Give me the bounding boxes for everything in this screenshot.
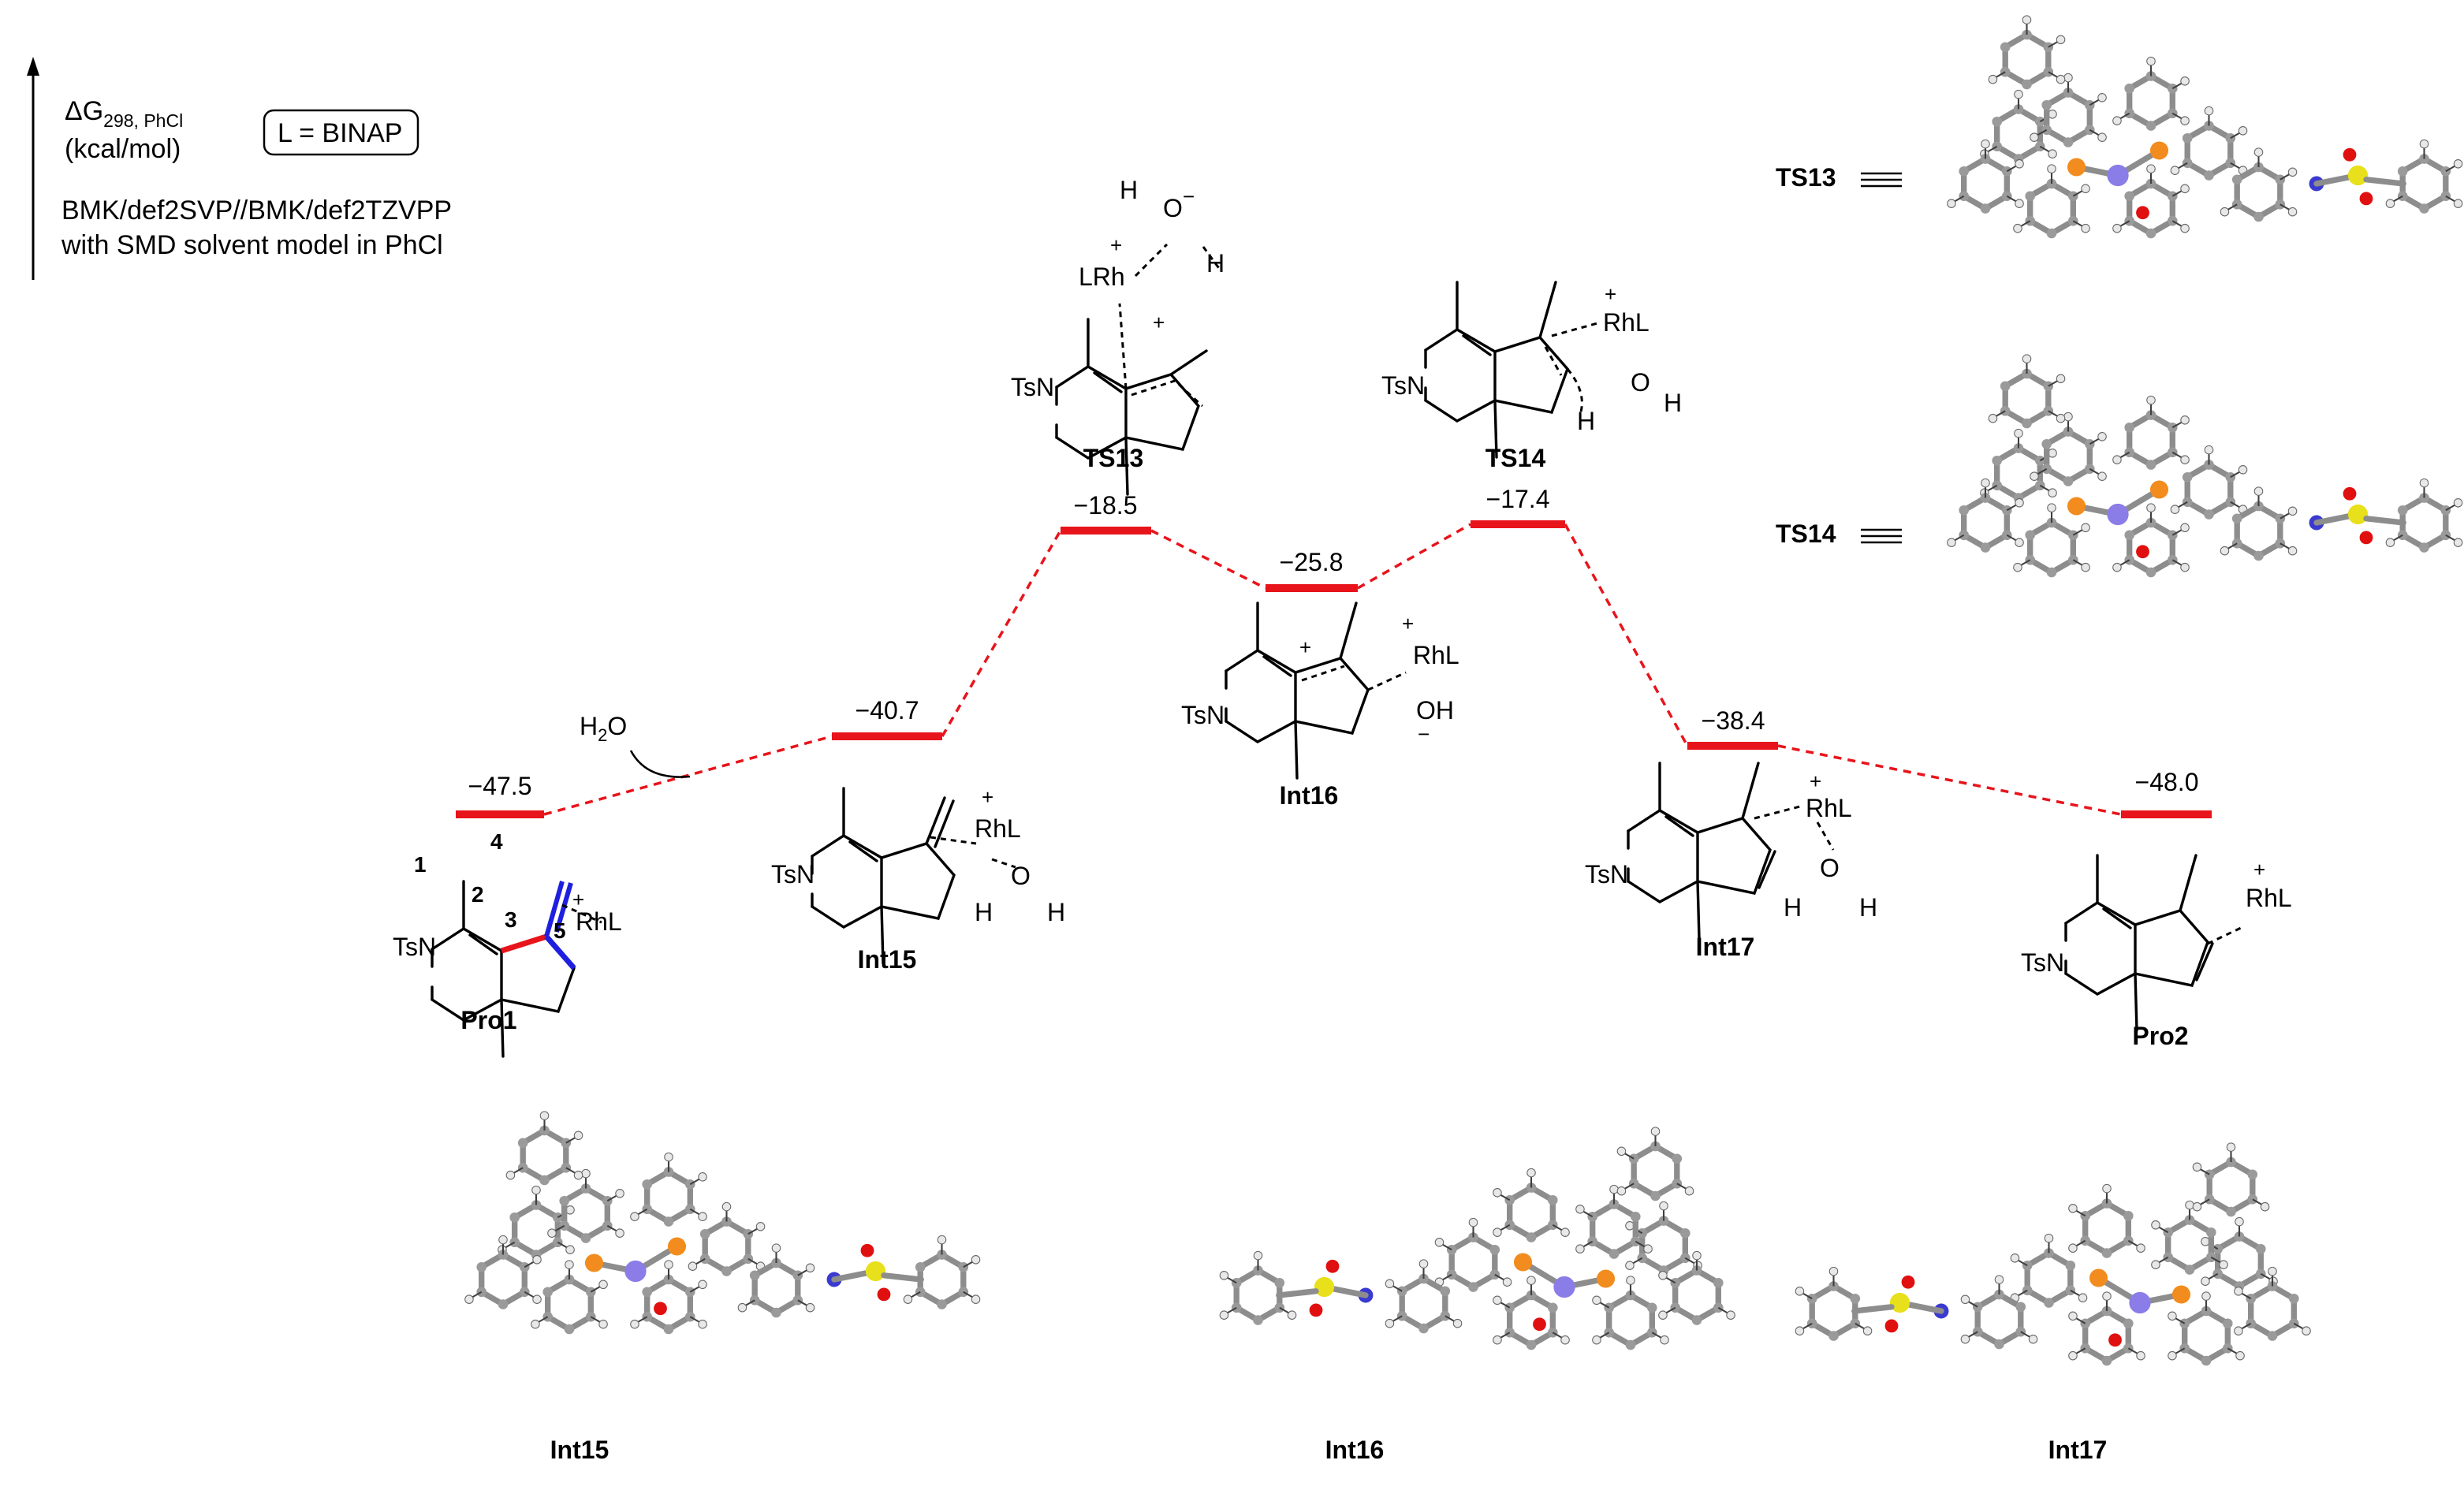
charge-ring-int16: + [1299,635,1311,659]
label-pro2: Pro2 [2132,1022,2188,1050]
energy-value-pro2: −48.0 [2135,768,2199,796]
energy-levels [456,520,2212,818]
charge-pro1: + [572,888,584,911]
energy-value-int17: −38.4 [1702,706,1765,735]
energy-value-ts13: −18.5 [1074,491,1138,520]
structure-ts14 [1424,281,1598,459]
label-pro1: Pro1 [460,1006,516,1034]
atom-rhl-int16: RhL [1413,641,1459,669]
label-ts14: TS14 [1485,444,1546,472]
atom-h2-int17: H [1859,893,1877,922]
atom-rhl-int17: RhL [1806,794,1852,822]
atom-number-5: 5 [554,918,566,943]
charge-pro2: + [2253,858,2265,881]
label-int17: Int17 [1696,933,1755,961]
model-3d-int15 [465,1112,980,1334]
water-label: H2O [580,712,627,745]
structure-pro1 [431,880,602,1058]
ligand-label: L = BINAP [278,118,402,148]
model-3d-int17 [1795,1143,2310,1365]
atom-h-ts13: H [1120,176,1138,204]
bottom-label-int16: Int16 [1325,1436,1385,1464]
atom-tsn-pro1: TsN [393,933,436,961]
water-arrow [629,750,691,778]
label-int15: Int15 [858,945,917,974]
atom-o-int17: O [1820,854,1840,882]
bottom-label-int15: Int15 [550,1436,609,1464]
label-ts13: TS13 [1083,444,1143,472]
atom-lrh-ts13: LRh [1079,263,1125,291]
atom-number-3: 3 [505,907,517,932]
equiv-label-ts13: TS13 [1776,163,1836,192]
atom-o-ts13: O [1163,194,1183,222]
label-int16: Int16 [1280,781,1339,810]
charge-o-ts13: − [1183,184,1195,208]
atom-number-2: 2 [472,882,484,907]
charge-int15: + [982,785,993,809]
atom-tsn-int17: TsN [1585,860,1628,888]
ligand-box [263,109,419,156]
model-3d-ts14 [1948,355,2462,577]
atom-oh-int16: OH [1416,696,1454,725]
energy-value-int16: −25.8 [1280,548,1344,576]
charge-rh-int16: + [1402,612,1414,635]
structure-int16 [1225,602,1407,780]
atom-h1-int15: H [975,898,993,926]
atom-o-ts14: O [1631,368,1650,397]
charge-ring-ts13: + [1153,311,1165,334]
atom-tsn-int15: TsN [771,860,814,888]
equiv-icon-ts14 [1861,528,1902,544]
model-3d-int16 [1220,1127,1735,1350]
atom-h1-int17: H [1784,893,1802,922]
structure-ts13 [1055,243,1222,496]
atom-tsn-int16: TsN [1181,701,1225,729]
structure-int15 [811,787,1016,965]
charge-int17: + [1810,769,1821,793]
charge-ts13: + [1110,233,1122,257]
energy-value-pro1: −47.5 [468,772,532,800]
atom-tsn-ts14: TsN [1381,371,1425,400]
atom-rhl-ts14: RhL [1603,308,1650,337]
atom-h2-ts14: H [1664,389,1682,417]
atom-rhl-pro2: RhL [2246,884,2292,912]
atom-number-1: 1 [414,852,427,877]
equiv-label-ts14: TS14 [1776,520,1836,548]
atom-rhl-pro1: RhL [576,907,622,936]
atom-h2-int15: H [1047,898,1065,926]
atom-number-4: 4 [490,829,503,854]
axis-arrowhead-icon [27,57,39,76]
profile-connectors [543,523,2122,816]
bottom-label-int17: Int17 [2048,1436,2108,1464]
atom-tsn-ts13: TsN [1011,373,1054,401]
atom-rhl-int15: RhL [975,814,1021,843]
charge-ts14: + [1605,282,1616,306]
energy-value-ts14: −17.4 [1486,485,1550,513]
atom-o-int15: O [1011,862,1031,890]
structure-pro2 [2064,854,2242,1032]
energy-value-int15: −40.7 [856,696,919,725]
energy-label: ΔG298, PhCl [65,96,183,131]
charge-oh-int16: − [1418,722,1430,746]
method-line2: with SMD solvent model in PhCl [61,230,443,260]
structure-int17 [1627,762,1835,940]
atom-h2-ts13: H [1206,249,1225,278]
atom-tsn-pro2: TsN [2021,948,2064,977]
equiv-icon-ts13 [1861,172,1902,188]
atom-h1-ts14: H [1577,407,1595,435]
method-line1: BMK/def2SVP//BMK/def2TZVPP [62,196,452,225]
energy-unit: (kcal/mol) [65,134,181,164]
model-3d-ts13 [1948,16,2462,238]
